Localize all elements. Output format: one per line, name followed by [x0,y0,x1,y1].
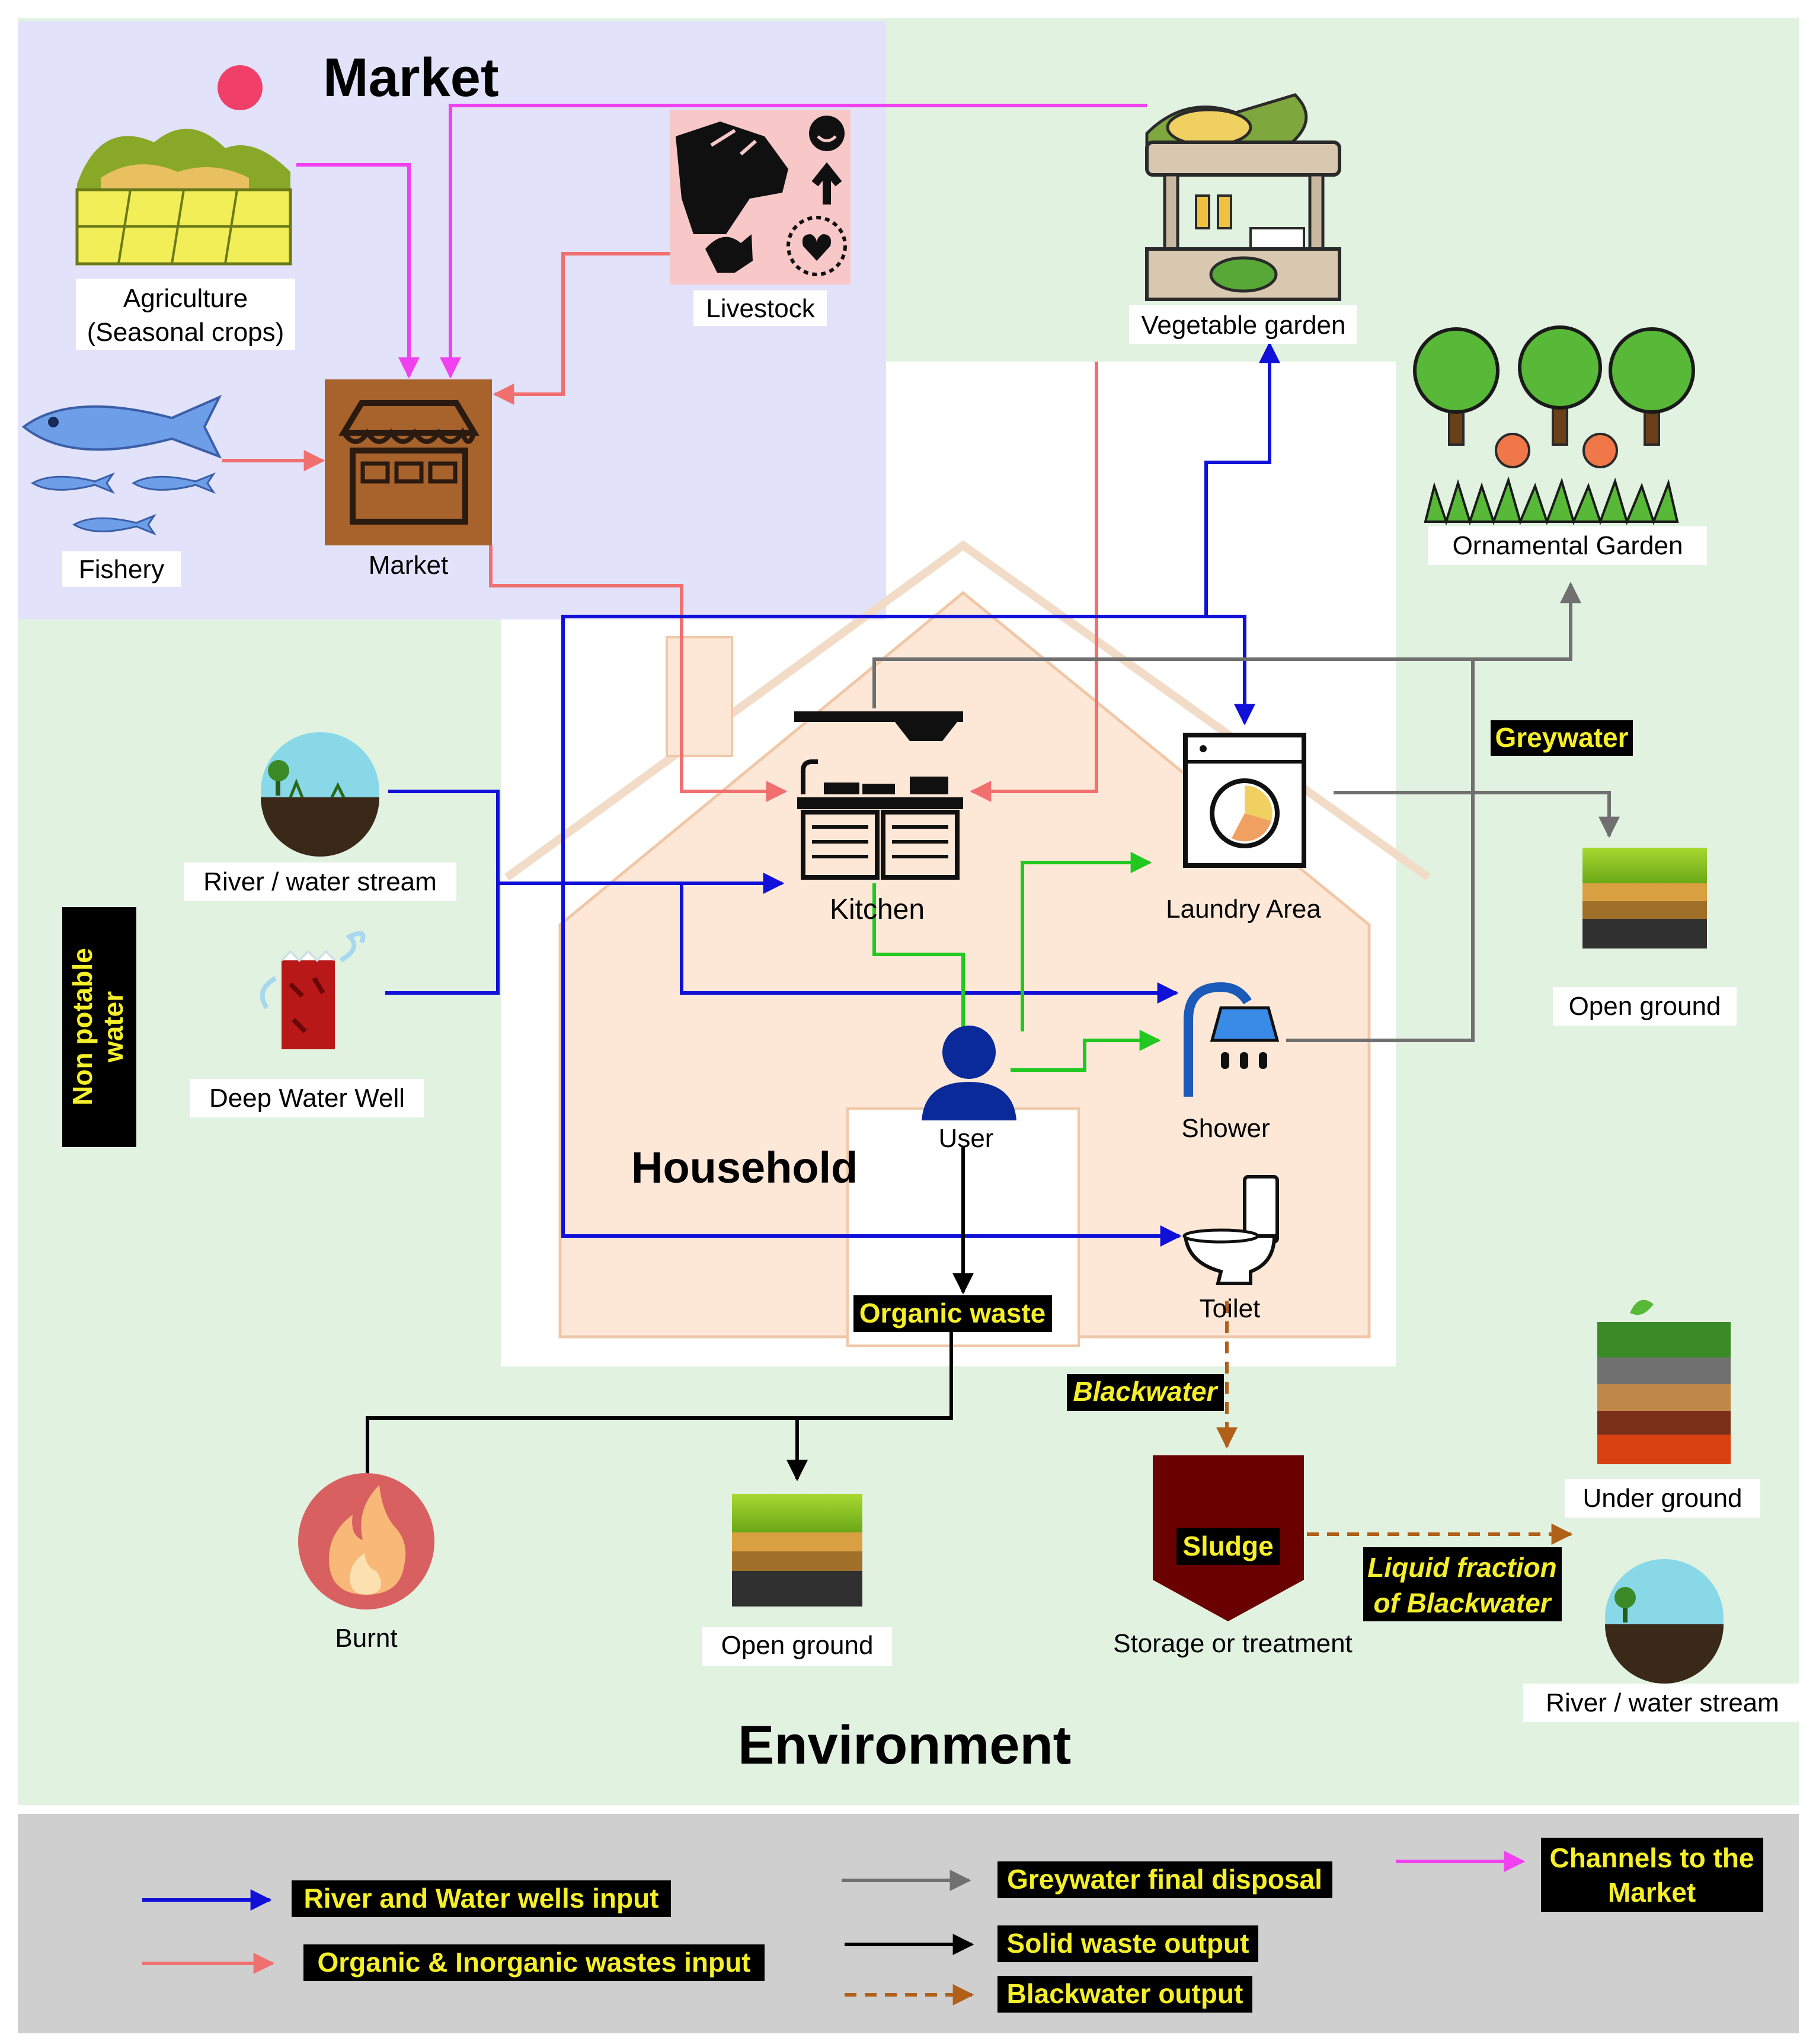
open-ground-right-label-bg [1553,987,1737,1026]
shower-label: Shower [1181,1114,1270,1143]
river-stream-right-label: River / water stream [1546,1688,1779,1717]
open-ground-bottom-icon [732,1494,862,1607]
legend: River and Water wells input Organic & In… [142,1838,1763,2013]
user-label: User [939,1124,994,1153]
market-store-icon [325,379,492,545]
river-stream-right-icon [1605,1559,1724,1684]
fishery-label-bg [62,551,181,587]
legend-river-wells: River and Water wells input [304,1883,659,1914]
user-icon [922,1026,1016,1120]
greywater-tag [1491,720,1633,756]
legend-channels-line1: Channels to the [1549,1842,1754,1873]
deep-well-label-bg [190,1079,424,1117]
market-channel-arrows [296,104,1147,379]
blackwater-tag [1067,1374,1224,1411]
liquid-fraction-line2: of Blackwater [1373,1588,1552,1618]
deep-well-icon [260,931,366,1049]
laundry-machine-icon [1183,733,1306,868]
solid-waste-arrows [366,1147,974,1481]
kitchen-label: Kitchen [830,894,925,925]
vegetable-garden-label-bg [1129,305,1357,344]
legend-organic-inorganic: Organic & Inorganic wastes input [317,1947,750,1978]
open-ground-right-label: Open ground [1569,992,1721,1021]
agriculture-icon [75,129,292,266]
water-input-arrows [385,341,1280,1247]
burnt-label: Burnt [335,1624,397,1653]
vegetable-garden-label: Vegetable garden [1142,311,1346,340]
waste-input-arrows [222,252,1098,802]
liquid-fraction-tag [1363,1547,1562,1621]
kitchen-icon [794,711,963,880]
sludge-tag [1176,1528,1280,1565]
agriculture-label-line2: (Seasonal crops) [87,318,284,347]
shower-icon [1184,982,1280,1097]
legend-greywater-disposal: Greywater final disposal [1007,1864,1322,1895]
environment-title: Environment [738,1715,1071,1775]
legend-band [18,1814,1799,2033]
greywater-arrows [872,582,1620,1042]
ornamental-garden-label: Ornamental Garden [1453,531,1683,560]
non-potable-tag [62,907,136,1147]
open-ground-bottom-label-bg [702,1627,892,1666]
market-title: Market [323,47,499,108]
laundry-label: Laundry Area [1166,895,1321,924]
organic-waste-tag [853,1295,1052,1332]
storage-label: Storage or treatment [1113,1629,1353,1658]
livestock-icon [670,110,851,285]
non-potable-line2: water [98,991,129,1063]
open-ground-right-icon [1582,848,1707,948]
blackwater-arrows [1216,1301,1573,1545]
household-title: Household [631,1143,858,1192]
livestock-label: Livestock [706,294,815,323]
sludge-label: Sludge [1182,1531,1273,1561]
legend-solid-waste: Solid waste output [1007,1928,1249,1959]
fishery-label: Fishery [79,555,164,584]
river-stream-label: River / water stream [203,867,437,896]
agriculture-label-bg [76,279,295,350]
under-ground-label: Under ground [1582,1484,1742,1513]
deep-well-label: Deep Water Well [209,1084,405,1113]
toilet-label: Toilet [1200,1294,1261,1323]
fishery-icon [21,394,222,536]
user-flow-arrows [872,852,1161,1072]
household-white-upper [886,362,1396,622]
river-stream-right-label-bg [1523,1684,1802,1722]
open-ground-bottom-label: Open ground [721,1631,874,1660]
legend-channels-line2: Market [1608,1877,1696,1908]
legend-blackwater-output: Blackwater output [1007,1978,1243,2009]
vegetable-stall-icon [1145,93,1341,301]
under-ground-icon [1597,1299,1731,1464]
ornamental-garden-icon [1413,325,1695,526]
livestock-label-bg [693,290,827,326]
under-ground-label-bg [1565,1479,1760,1518]
river-stream-icon [261,732,379,857]
fire-icon [298,1473,434,1609]
organic-waste-label: Organic waste [859,1298,1046,1328]
ornamental-garden-label-bg [1428,526,1707,565]
greywater-label: Greywater [1495,722,1628,753]
agriculture-label-line1: Agriculture [123,284,248,313]
non-potable-line1: Non potable [67,948,98,1106]
liquid-fraction-line1: Liquid fraction [1367,1552,1556,1583]
blackwater-label: Blackwater [1073,1376,1219,1407]
river-stream-label-bg [184,863,456,901]
sun-dot [218,65,263,110]
toilet-icon [1182,1175,1279,1285]
market-node-label: Market [369,551,448,580]
